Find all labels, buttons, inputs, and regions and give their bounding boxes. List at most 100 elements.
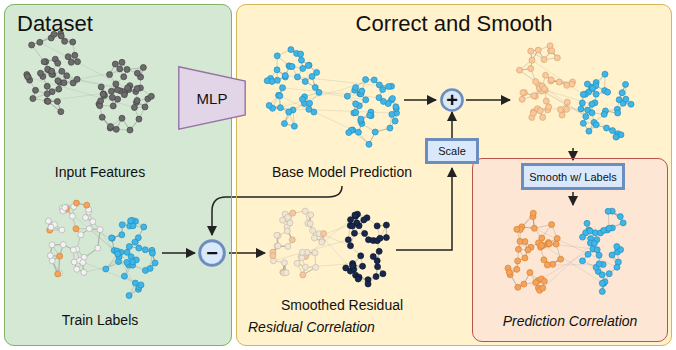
graph-node-dot [365,281,371,287]
graph-node-dot [363,97,369,103]
graph-node-dot [108,124,114,130]
graph-node-dot [377,235,383,241]
graph-node-dot [294,74,300,80]
graph-node-dot [55,78,61,84]
graph-node-dot [90,219,96,225]
graph-node-dot [44,98,50,104]
graph-node-dot [142,247,148,253]
graph-node-dot [372,129,378,135]
graph-node-dot [310,228,316,234]
graph-node-dot [355,129,361,135]
graph-node-dot [531,93,537,99]
graph-node-dot [110,103,116,109]
graph-node-dot [25,74,31,80]
graph-node-dot [380,271,386,277]
graph-node-dot [81,269,87,275]
graph-node-dot [128,218,134,224]
graph-node-dot [541,257,547,263]
graph-node-dot [541,86,547,92]
graph-node-dot [113,126,119,132]
graph-node-dot [515,246,521,252]
cs-panel-fill [236,4,672,346]
graph-node-dot [580,234,586,240]
graph-node-dot [380,87,386,93]
graph-node-dot [374,223,380,229]
graph-node-dot [116,259,122,265]
graph-node-dot [266,102,272,108]
graph-node-dot [54,98,60,104]
graph-node-dot [373,274,379,280]
graph-node-dot [136,245,142,251]
graph-node-dot [355,276,361,282]
graph-node-dot [55,271,61,277]
graph-node-dot [609,128,615,134]
graph-node-dot [556,79,562,85]
graph-node-dot [121,92,127,98]
graph-node-dot [589,86,595,92]
graph-node-dot [282,73,288,79]
graph-node-dot [275,243,281,249]
graph-node-dot [564,82,570,88]
graph-node-dot [298,57,304,63]
graph-node-dot [124,259,130,265]
graph-edge [536,82,594,123]
graph-node-dot [140,65,146,71]
graph-node-dot [514,266,520,272]
graph-node-dot [617,214,623,220]
graph-node-dot [84,202,90,208]
graph-node-dot [142,104,148,110]
graph-node-dot [299,249,305,255]
graph-node-dot [311,109,317,115]
graph-node-dot [152,260,158,266]
graph-node-dot [121,74,127,80]
graph-node-dot [287,220,293,226]
graph-node-dot [380,98,386,104]
graph-node-dot [45,218,51,224]
graph-node-dot [539,242,545,248]
graph-node-dot [99,114,105,120]
graph-node-dot [107,72,113,78]
graph-node-dot [544,262,550,268]
dataset-panel-fill [4,4,232,346]
graph-node-dot [543,98,549,104]
graph-node-dot [119,222,125,228]
graph-node-dot [362,230,368,236]
graph-node-dot [114,87,120,93]
graph-node-dot [299,96,305,102]
graph-node-dot [319,239,325,245]
graph-node-dot [108,88,114,94]
graph-edge [313,231,351,246]
graph-node-dot [70,39,76,45]
graph-node-dot [289,237,295,243]
graph-node-dot [100,91,106,97]
graph-node-dot [270,253,276,259]
graph-node-dot [305,63,311,69]
graph-node-dot [554,55,560,61]
graph-node-dot [583,114,589,120]
graph-node-dot [284,228,290,234]
graph-node-dot [537,108,543,114]
graph-node-dot [605,89,611,95]
graph-node-dot [62,38,68,44]
graph-node-dot [619,90,625,96]
graph-node-dot [74,266,80,272]
graph-node-dot [579,258,585,264]
graph-node-dot [112,61,118,67]
graph-node-dot [64,73,70,79]
graph-node-dot [564,106,570,112]
graph-node-dot [540,114,546,120]
graph-node-dot [65,54,71,60]
graph-node-dot [350,263,356,269]
graph-node-dot [515,258,521,264]
graph-node-dot [584,81,590,87]
graph-node-dot [45,98,51,104]
graph-node-dot [55,60,61,66]
graph-node-dot [613,134,619,140]
graph-node-dot [33,87,39,93]
graph-node-dot [540,285,546,291]
graph-node-dot [515,284,521,290]
graph-node-dot [308,212,314,218]
graph-node-dot [347,243,353,249]
graph-node-dot [361,217,367,223]
graph-node-dot [321,231,327,237]
